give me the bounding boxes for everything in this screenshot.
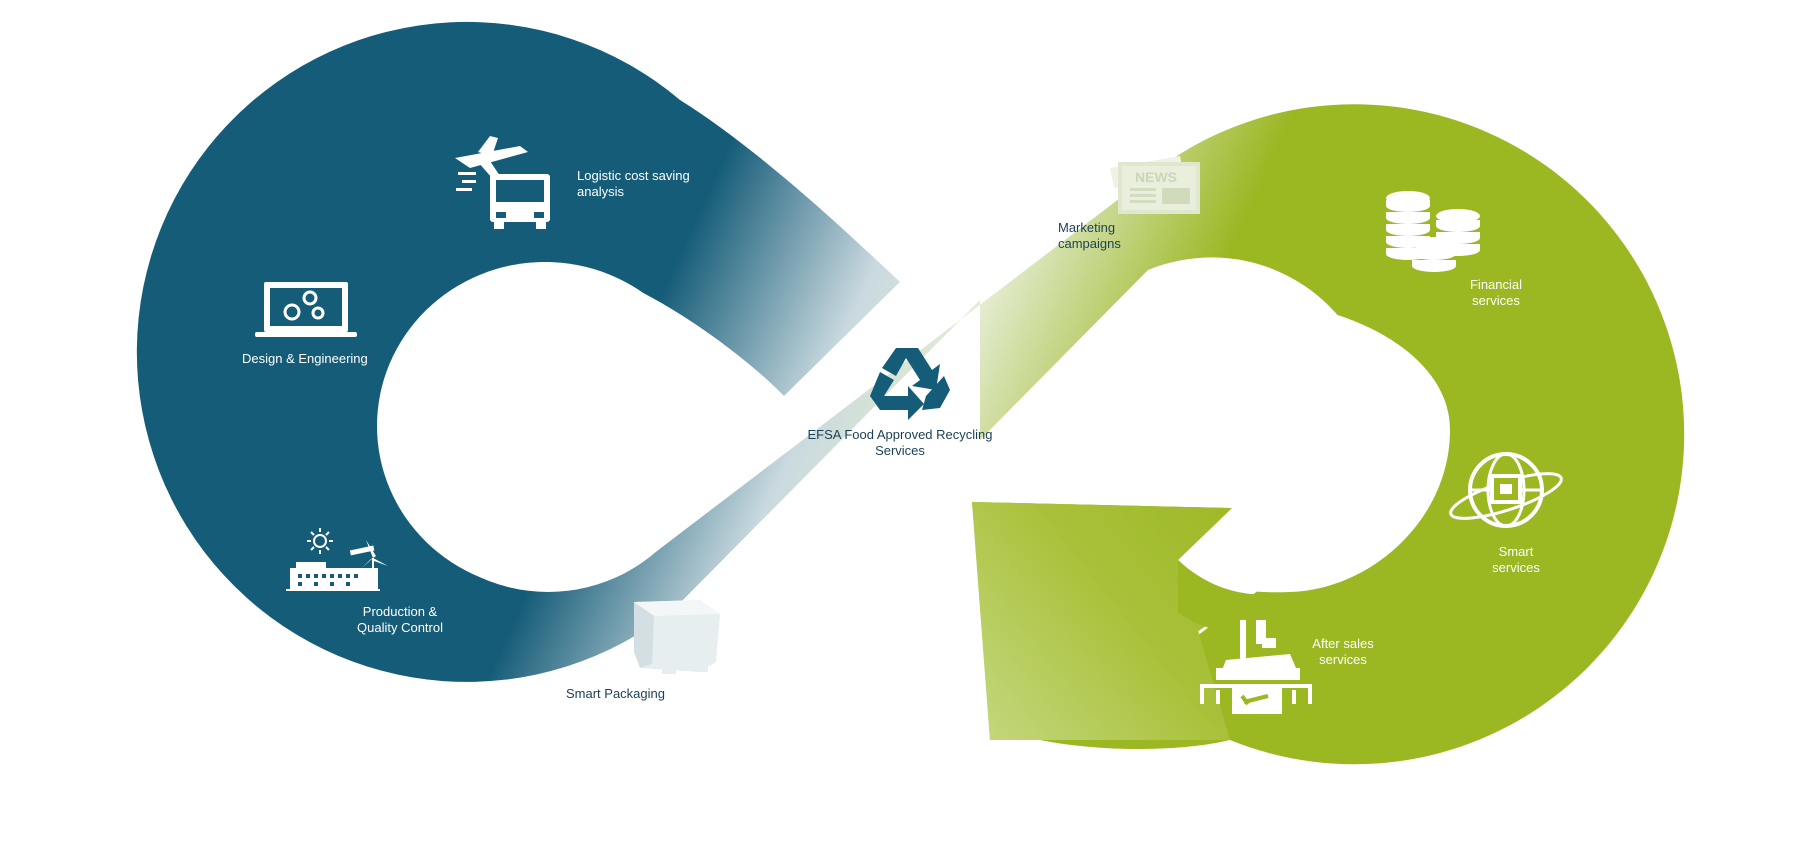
logistic-label: Logistic cost saving analysis [577, 168, 690, 199]
newspaper-heading: NEWS [1135, 169, 1177, 185]
financial-label: Financial services [1469, 277, 1523, 308]
right-loop-hole [1150, 305, 1450, 593]
left-loop-hole [377, 262, 713, 590]
plane-truck-icon [455, 136, 550, 229]
smart-box-icon [634, 576, 752, 674]
laptop-gears-icon [255, 282, 357, 337]
globe-box-icon [1449, 452, 1563, 528]
packaging-label: Smart Packaging [566, 686, 665, 701]
machine-wrench-icon [1200, 620, 1312, 714]
arrow-neck [1178, 560, 1320, 635]
marketing-label: Marketing campaigns [1058, 220, 1121, 251]
recycle-icon [870, 348, 950, 420]
coin-stacks-icon [1386, 191, 1480, 272]
production-label: Production & Quality Control [357, 604, 443, 635]
newspaper-icon: NEWS [1110, 156, 1200, 214]
smart-services-label: Smart services [1492, 544, 1540, 575]
design-label: Design & Engineering [242, 351, 368, 366]
aftersales-label: After sales services [1312, 636, 1374, 667]
recycling-label: EFSA Food Approved Recycling Services [807, 427, 993, 458]
factory-solar-wind-icon [286, 528, 388, 591]
arrow-head [972, 502, 1232, 740]
